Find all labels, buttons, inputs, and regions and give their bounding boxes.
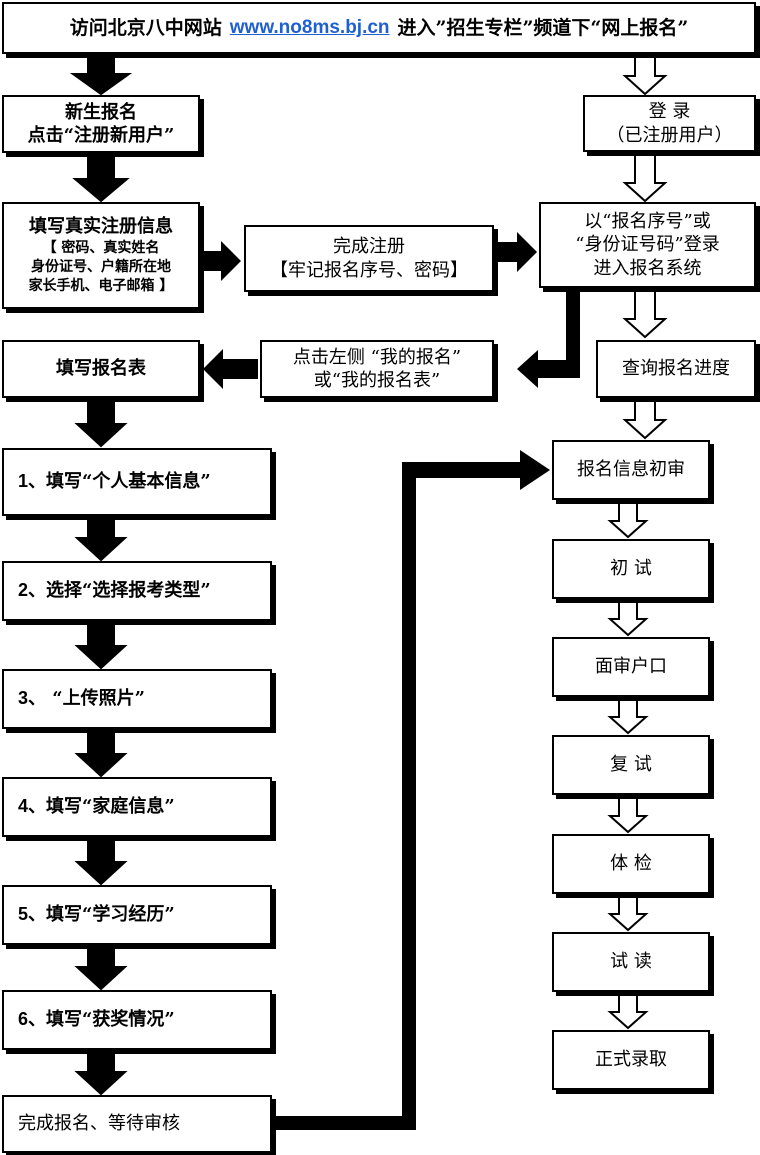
arrow-header-to-login xyxy=(622,55,668,96)
stage-box-5: 体 检 xyxy=(552,834,710,894)
step-text-3: 、 “上传照片” xyxy=(28,688,145,710)
stage-label-6: 试 读 xyxy=(610,951,652,973)
complete-register-box: 完成注册 【牢记报名序号、密码】 xyxy=(244,225,494,292)
arrow-finish-to-first-review xyxy=(274,450,550,1130)
stage-label-3: 面审户口 xyxy=(595,656,667,678)
login-box: 登 录 （已注册用户） xyxy=(583,95,756,152)
arrow-progress-to-first-review xyxy=(622,399,668,440)
arrow-step-6-to-finish xyxy=(74,1051,128,1096)
step-box-4: 4、填写“家庭信息” xyxy=(2,777,272,837)
step-number-3: 3 xyxy=(18,688,29,709)
step-box-5: 5、填写“学习经历” xyxy=(2,885,272,945)
enter-system-box: 以“报名序号”或 “身份证号码”登录 进入报名系统 xyxy=(539,202,756,288)
stage-label-4: 复 试 xyxy=(610,754,652,776)
arrow-stage-1-to-stage-2 xyxy=(607,501,649,539)
arrow-stage-2-to-stage-3 xyxy=(607,600,649,637)
arrow-complete-to-enter-system xyxy=(497,232,537,272)
query-progress-label: 查询报名进度 xyxy=(622,358,730,380)
enter-system-line2: “身份证号码”登录 xyxy=(575,234,720,256)
fill-info-box: 填写真实注册信息 【 密码、真实姓名 身份证号、户籍所在地 家长手机、电子邮箱 … xyxy=(2,202,200,309)
site-link[interactable]: www.no8ms.bj.cn xyxy=(229,16,390,38)
complete-register-note: 【牢记报名序号、密码】 xyxy=(270,259,468,281)
click-my-registration-box: 点击左侧 “我的报名” 或“我的报名表” xyxy=(260,340,494,398)
login-subtitle: （已注册用户） xyxy=(606,124,733,146)
query-progress-box: 查询报名进度 xyxy=(596,340,756,398)
arrow-stage-5-to-stage-6 xyxy=(607,895,649,932)
arrow-login-to-enter-system xyxy=(622,153,668,203)
stage-box-3: 面审户口 xyxy=(552,637,710,697)
arrow-step-2-to-step-3 xyxy=(74,622,128,670)
step-text-6: 、填写“获奖情况” xyxy=(28,1009,175,1031)
header-suffix: 进入”招生专栏”频道下“网上报名” xyxy=(397,16,689,39)
step-box-1: 1、填写“个人基本信息” xyxy=(2,448,272,516)
fill-info-title: 填写真实注册信息 xyxy=(29,216,173,238)
enter-system-line1: 以“报名序号”或 xyxy=(584,210,711,232)
step-text-4: 、填写“家庭信息” xyxy=(28,796,175,818)
new-register-title: 新生报名 xyxy=(65,101,137,123)
stage-box-6: 试 读 xyxy=(552,932,710,992)
header-box: 访问北京八中网站 www.no8ms.bj.cn 进入”招生专栏”频道下“网上报… xyxy=(2,2,756,54)
finish-label: 完成报名、等待审核 xyxy=(18,1113,180,1135)
finish-box: 完成报名、等待审核 xyxy=(2,1095,272,1153)
arrow-step-3-to-step-4 xyxy=(74,730,128,778)
stage-label-2: 初 试 xyxy=(610,558,652,580)
arrow-step-4-to-step-5 xyxy=(74,838,128,886)
fill-info-item-3: 家长手机、电子邮箱 】 xyxy=(28,277,174,294)
stage-box-7: 正式录取 xyxy=(552,1030,710,1090)
step-box-2: 2、选择“选择报考类型” xyxy=(2,561,272,621)
step-text-5: 、填写“学习经历” xyxy=(28,904,175,926)
step-box-6: 6、填写“获奖情况” xyxy=(2,990,272,1050)
enter-system-line3: 进入报名系统 xyxy=(593,257,702,279)
arrow-fill-form-to-step-1 xyxy=(74,399,128,448)
arrow-stage-3-to-stage-4 xyxy=(607,698,649,735)
fill-form-label: 填写报名表 xyxy=(56,358,146,380)
arrow-stage-6-to-stage-7 xyxy=(607,993,649,1030)
step-number-2: 2 xyxy=(18,580,29,601)
new-register-instruction: 点击“注册新用户” xyxy=(27,125,175,146)
click-my-registration-line2: 或“我的报名表” xyxy=(313,370,441,391)
arrow-fill-info-to-complete xyxy=(203,241,241,281)
fill-info-item-1: 【 密码、真实姓名 xyxy=(42,239,160,256)
arrow-enter-system-to-progress xyxy=(622,289,668,339)
stage-box-2: 初 试 xyxy=(552,539,710,599)
arrow-click-to-fill-form xyxy=(203,349,258,389)
arrow-step-1-to-step-2 xyxy=(74,517,128,562)
arrow-stage-4-to-stage-5 xyxy=(607,796,649,834)
click-my-registration-line1: 点击左侧 “我的报名” xyxy=(292,346,462,368)
login-title: 登 录 xyxy=(648,101,691,123)
step-text-1: 、填写“个人基本信息” xyxy=(28,471,211,493)
step-number-4: 4 xyxy=(18,796,29,817)
fill-form-box: 填写报名表 xyxy=(2,340,200,398)
stage-box-1: 报名信息初审 xyxy=(552,440,710,500)
step-text-2: 、选择“选择报考类型” xyxy=(28,580,211,602)
arrow-new-register-to-fill-info xyxy=(72,154,130,203)
step-number-5: 5 xyxy=(18,904,29,925)
arrow-step-5-to-step-6 xyxy=(74,946,128,991)
new-register-box: 新生报名 点击“注册新用户” xyxy=(2,95,200,153)
arrow-header-to-new-register xyxy=(69,55,133,96)
step-box-3: 3、 “上传照片” xyxy=(2,669,272,729)
stage-label-1: 报名信息初审 xyxy=(577,459,685,481)
stage-label-5: 体 检 xyxy=(610,853,652,875)
step-number-1: 1 xyxy=(18,471,29,492)
arrow-enter-system-to-click xyxy=(517,290,580,388)
complete-register-title: 完成注册 xyxy=(333,236,405,258)
step-number-6: 6 xyxy=(18,1009,29,1030)
stage-label-7: 正式录取 xyxy=(595,1049,667,1071)
header-prefix: 访问北京八中网站 xyxy=(69,16,222,39)
fill-info-item-2: 身份证号、户籍所在地 xyxy=(31,258,171,275)
stage-box-4: 复 试 xyxy=(552,735,710,795)
